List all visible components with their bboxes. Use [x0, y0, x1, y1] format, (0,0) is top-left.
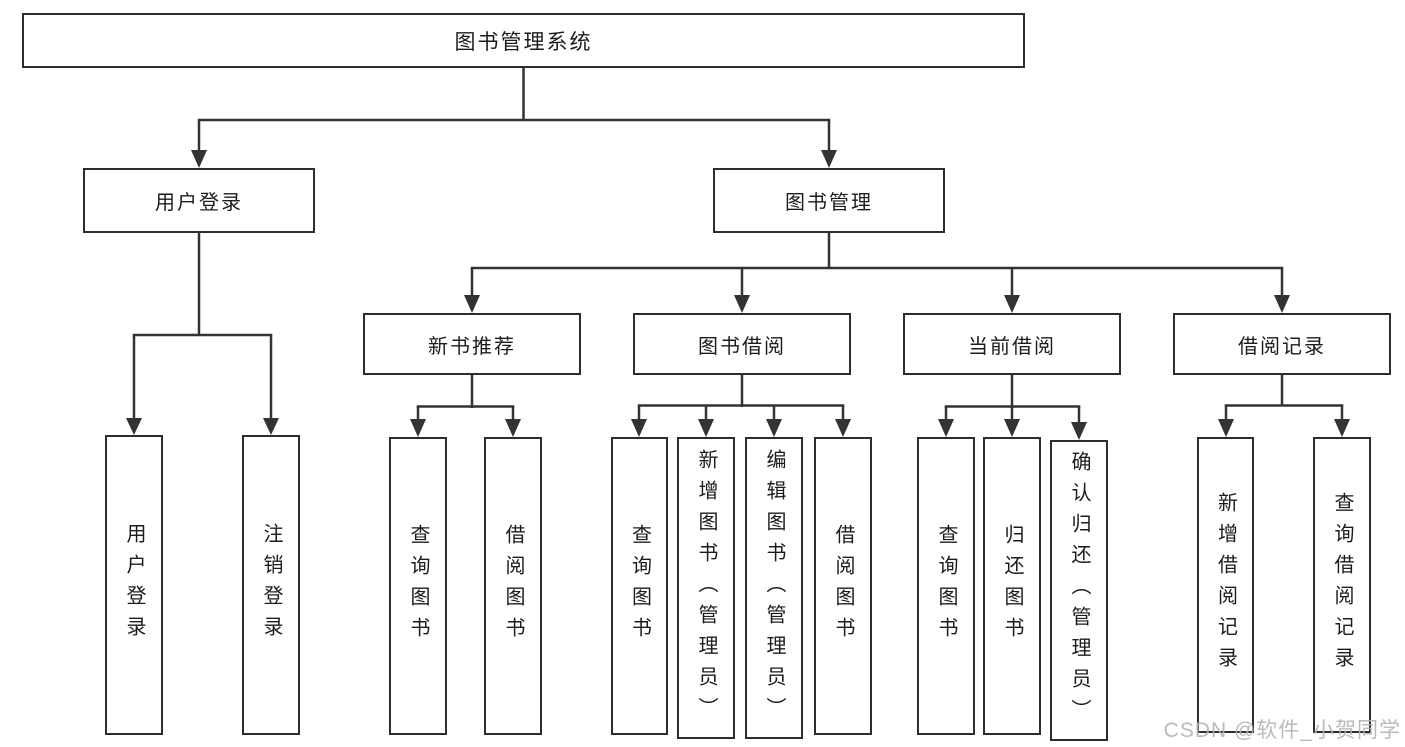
node-borrow-books-recommend: 借阅图书 [484, 437, 542, 735]
node-borrow-books-borrowing: 借阅图书 [814, 437, 872, 735]
node-add-books-admin: 新增图书（管理员） [677, 437, 735, 739]
node-user-login-label: 用户登录 [155, 192, 243, 214]
node-borrow-books-recommend-label: 借阅图书 [502, 524, 524, 648]
node-system-root: 图书管理系统 [22, 13, 1025, 68]
csdn-watermark: CSDN @软件_小贺同学 [1163, 719, 1401, 742]
node-logout: 注销登录 [242, 435, 300, 735]
node-new-book-recommend: 新书推荐 [363, 313, 581, 375]
node-confirm-return-admin: 确认归还（管理员） [1050, 440, 1108, 741]
node-add-books-admin-label: 新增图书（管理员） [695, 448, 717, 728]
node-book-borrowing: 图书借阅 [633, 313, 851, 375]
node-borrow-books-borrowing-label: 借阅图书 [832, 524, 854, 648]
node-book-management-label: 图书管理 [785, 192, 873, 214]
node-new-book-recommend-label: 新书推荐 [428, 335, 516, 358]
node-return-books-label: 归还图书 [1001, 524, 1023, 648]
node-borrowing-records-label: 借阅记录 [1238, 335, 1326, 358]
node-current-borrowing: 当前借阅 [903, 313, 1121, 375]
node-user-login: 用户登录 [83, 168, 315, 233]
node-book-management: 图书管理 [713, 168, 945, 233]
node-current-borrowing-label: 当前借阅 [968, 335, 1056, 358]
node-add-borrow-record: 新增借阅记录 [1197, 437, 1254, 733]
node-system-root-label: 图书管理系统 [454, 30, 593, 54]
node-logout-label: 注销登录 [260, 523, 282, 647]
node-book-borrowing-label: 图书借阅 [698, 335, 786, 358]
node-add-borrow-record-label: 新增借阅记录 [1214, 492, 1237, 678]
node-user-login-leaf: 用户登录 [105, 435, 163, 735]
node-query-borrow-record-label: 查询借阅记录 [1331, 492, 1353, 678]
node-edit-books-admin: 编辑图书（管理员） [745, 437, 803, 739]
node-query-books-current-label: 查询图书 [935, 524, 957, 648]
node-query-books-borrowing: 查询图书 [611, 437, 668, 735]
node-query-books-current: 查询图书 [917, 437, 975, 735]
node-user-login-leaf-label: 用户登录 [123, 523, 145, 647]
node-query-books-recommend: 查询图书 [389, 437, 447, 735]
node-edit-books-admin-label: 编辑图书（管理员） [763, 448, 785, 728]
node-borrowing-records: 借阅记录 [1173, 313, 1391, 375]
node-confirm-return-admin-label: 确认归还（管理员） [1068, 451, 1090, 730]
node-return-books: 归还图书 [983, 437, 1041, 735]
node-query-books-recommend-label: 查询图书 [407, 524, 429, 648]
node-query-books-borrowing-label: 查询图书 [628, 524, 651, 648]
node-query-borrow-record: 查询借阅记录 [1313, 437, 1371, 733]
